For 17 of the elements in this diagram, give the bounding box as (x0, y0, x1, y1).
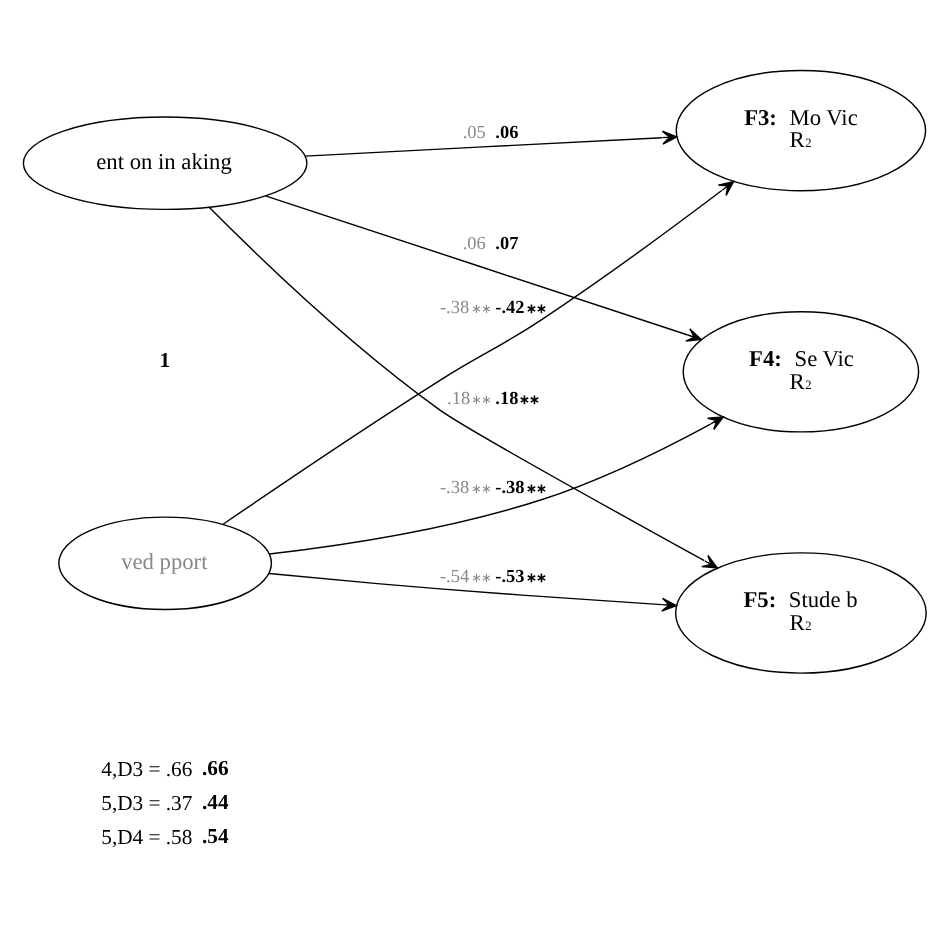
arrow (221, 180, 734, 525)
edge-label: .05 .06 (461, 122, 518, 143)
arrow (267, 416, 723, 555)
arrow (303, 130, 677, 157)
label: .66 (201, 758, 228, 781)
node-ellipse: ent on in aking (21, 116, 307, 211)
label: .54 (201, 826, 228, 849)
label: .44 (201, 792, 228, 815)
edge-label: .06 .07 (461, 232, 518, 253)
label: 1 (158, 350, 170, 373)
label: 5,D4 = .58 (100, 828, 192, 851)
arrow (267, 572, 676, 612)
label: 5,D3 = .37 (100, 794, 192, 817)
arrow (207, 206, 717, 569)
arrow (263, 195, 701, 342)
label: 4,D3 = .66 (100, 760, 192, 783)
node-ellipse: ved pport (57, 516, 272, 611)
